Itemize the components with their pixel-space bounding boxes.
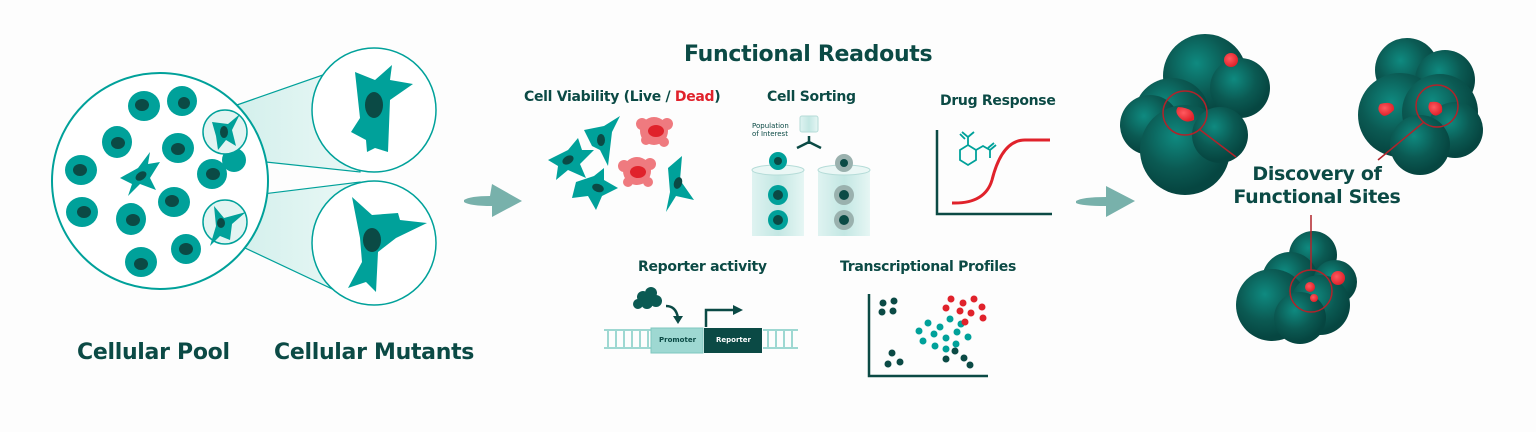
start-arrowhead	[733, 305, 743, 315]
protein-structure-3	[1236, 215, 1357, 344]
viability-label-dead: Dead	[674, 89, 715, 105]
discovery-label: Discovery of Functional Sites	[1228, 163, 1406, 209]
cell-sorting-label: Cell Sorting	[767, 89, 856, 105]
dead-cells	[618, 117, 673, 187]
transcriptional-profiles-label: Transcriptional Profiles	[840, 259, 1016, 275]
discovery-line-2: Functional Sites	[1233, 186, 1401, 208]
reporter-box-label: Reporter	[716, 336, 751, 344]
small-zoom-circles	[202, 109, 248, 246]
functional-readouts-title: Functional Readouts	[684, 42, 933, 67]
mutant-zoom-bottom	[311, 180, 437, 306]
reporter-box	[704, 328, 762, 353]
mutant-zoom-top	[311, 47, 437, 173]
transcription-start-arrow-icon	[704, 308, 735, 327]
collection-tube-left	[751, 152, 805, 236]
viability-label-end: )	[714, 89, 721, 105]
annotation-line-2: of Interest	[752, 130, 788, 138]
sorting-nozzle	[796, 115, 822, 150]
cellular-pool-label: Cellular Pool	[77, 340, 230, 365]
annotation-line-1: Population	[752, 122, 789, 130]
scatter-plot	[867, 294, 988, 378]
flow-arrow-1	[464, 184, 522, 217]
molecule-icon	[959, 131, 997, 167]
transcription-factor-icon	[633, 287, 662, 309]
protein-structure-2	[1358, 38, 1483, 175]
cellular-mutants-label: Cellular Mutants	[274, 340, 475, 365]
population-of-interest-annotation: Population of Interest	[752, 122, 789, 138]
cell-viability-label: Cell Viability (Live / Dead)	[524, 89, 721, 105]
discovery-line-1: Discovery of	[1252, 163, 1382, 185]
binding-arrowhead	[673, 316, 683, 324]
flow-arrow-2	[1076, 186, 1135, 217]
protein-structure-1	[1120, 34, 1270, 195]
mutant-cell-in-pool	[120, 152, 160, 196]
reporter-activity-label: Reporter activity	[638, 259, 767, 275]
round-cells	[65, 86, 246, 277]
promoter-label: Promoter	[659, 336, 697, 344]
viability-label-main: Cell Viability (Live /	[524, 89, 675, 105]
live-cells	[548, 116, 694, 212]
dose-response-plot	[935, 130, 1052, 216]
dna-strand	[604, 329, 798, 349]
drug-response-label: Drug Response	[940, 93, 1056, 109]
collection-tube-right	[817, 154, 871, 236]
promoter-box	[650, 327, 704, 354]
